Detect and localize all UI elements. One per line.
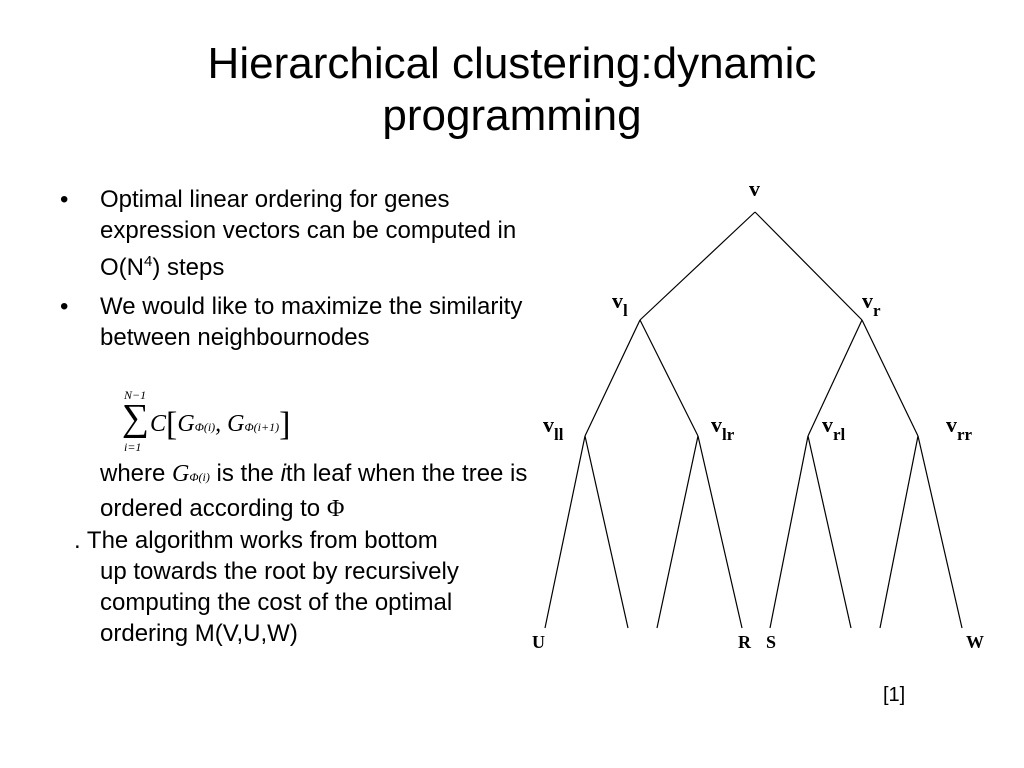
algorithm-rest: up towards the root by recursively compu…: [100, 558, 459, 647]
bullet-item-maximize: • We would like to maximize the similari…: [58, 291, 528, 353]
edge-vr-vrr: [861, 319, 919, 437]
bullet-item-ordering: • Optimal linear ordering for genes expr…: [58, 184, 528, 283]
bullet-text: We would like to maximize the similarity…: [100, 293, 523, 351]
edge-v-vr: [754, 211, 863, 321]
where-tail: th leaf when the tree is ordered accordi…: [100, 460, 528, 522]
edge-vll-2: [584, 435, 629, 629]
sigma-symbol: ∑: [122, 397, 150, 439]
edge-vl-vll: [584, 319, 641, 437]
bullet-marker: •: [60, 293, 69, 320]
algorithm-first-line: . The algorithm works from bottom: [74, 527, 438, 554]
g-symbol: G: [177, 411, 195, 437]
bullet-text: Optimal linear ordering for genes expres…: [100, 186, 517, 281]
tree-edges: [544, 211, 963, 629]
reference-marker: [1]: [883, 684, 906, 706]
index-i: i: [280, 460, 286, 487]
leaf-r: R: [738, 632, 752, 652]
node-vl: vl: [612, 288, 628, 320]
g-symbol-2: G: [227, 411, 245, 437]
g-subscript-i1: Φ(i+1): [244, 420, 280, 434]
leaf-s: S: [766, 632, 776, 652]
sum-body: C[GΦ(i), GΦ(i+1)]: [150, 406, 291, 443]
bullet-text-end: ) steps: [152, 254, 225, 281]
node-vrr: vrr: [946, 412, 973, 444]
edge-vrr-1: [879, 435, 919, 629]
slide-title: Hierarchical clustering:dynamic programm…: [207, 39, 817, 140]
sum-lower-limit: i=1: [124, 440, 142, 454]
bullet-list: • Optimal linear ordering for genes expr…: [58, 184, 528, 361]
g-symbol: GΦ(i): [172, 461, 210, 487]
node-v: v: [749, 176, 760, 201]
edge-vrr-w: [917, 435, 963, 629]
node-vll: vll: [543, 412, 564, 444]
exponent: 4: [144, 253, 153, 270]
leaf-u: U: [532, 632, 545, 652]
edge-v-vl: [639, 211, 756, 321]
sum-upper-limit: N−1: [124, 388, 147, 402]
where-clause: where GΦ(i) is the ith leaf when the tre…: [100, 458, 540, 525]
edge-vlr-r: [697, 435, 743, 629]
edge-vrl-s: [769, 435, 809, 629]
where-lead: where: [100, 460, 173, 487]
edge-vrl-2: [807, 435, 852, 629]
c-symbol: C: [150, 411, 167, 437]
leaf-w: W: [966, 632, 984, 652]
where-mid: is the: [209, 460, 281, 487]
sum-formula: N−1 ∑ i=1 C[GΦ(i), GΦ(i+1)]: [118, 388, 318, 458]
bullet-marker: •: [60, 186, 69, 213]
node-vr: vr: [862, 288, 881, 320]
g-subscript-i: Φ(i): [194, 420, 216, 434]
node-vrl: vrl: [822, 412, 846, 444]
phi-symbol: Φ: [326, 496, 345, 522]
edge-vl-vlr: [639, 319, 699, 437]
edge-vll-u: [544, 435, 586, 629]
edge-vlr-1: [656, 435, 699, 629]
node-vlr: vlr: [711, 412, 735, 444]
edge-vr-vrl: [807, 319, 863, 437]
algorithm-text: . The algorithm works from bottom up tow…: [74, 525, 534, 649]
